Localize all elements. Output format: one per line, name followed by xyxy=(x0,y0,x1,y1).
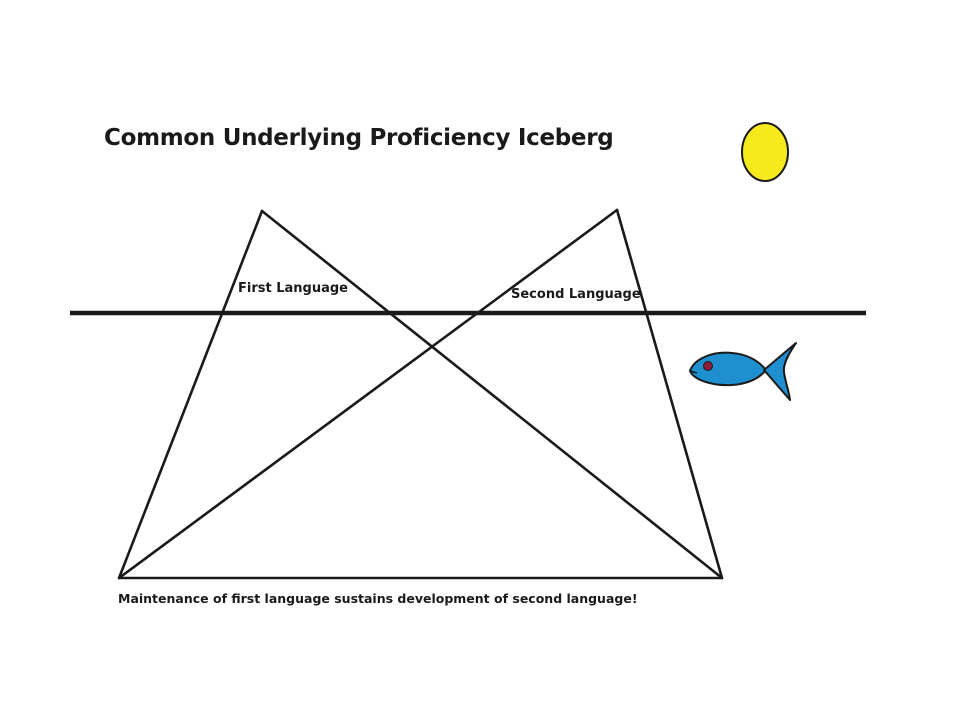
first-language-label: First Language xyxy=(238,281,348,296)
sun-icon xyxy=(741,122,789,182)
fish-eye xyxy=(703,361,713,371)
fish-tail xyxy=(763,342,797,401)
fish-body xyxy=(689,351,767,387)
first-language-left-edge xyxy=(117,209,264,580)
fish-icon xyxy=(689,342,797,401)
second-language-label: Second Language xyxy=(511,287,641,302)
second-language-left-edge xyxy=(117,208,619,580)
second-language-right-edge xyxy=(615,208,724,580)
diagram-title: Common Underlying Proficiency Iceberg xyxy=(104,125,613,151)
first-language-right-edge xyxy=(260,209,724,580)
diagram-caption: Maintenance of first language sustains d… xyxy=(118,591,638,606)
fish-mouth xyxy=(689,370,698,374)
